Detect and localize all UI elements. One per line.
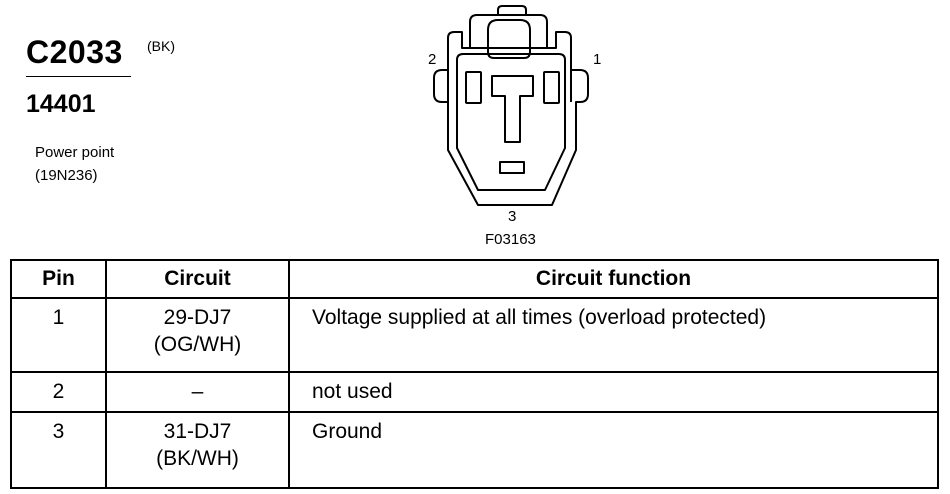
circuit-number: 31-DJ7 bbox=[163, 420, 232, 443]
circuit-number: – bbox=[191, 380, 204, 403]
pin-1-cavity bbox=[543, 71, 560, 104]
cell-function: Ground bbox=[288, 411, 939, 489]
connector-base-number: (19N236) bbox=[35, 167, 98, 184]
table-row: 2 – not used bbox=[10, 371, 939, 413]
table-header-row: Pin Circuit Circuit function bbox=[10, 259, 939, 299]
connector-face-diagram bbox=[433, 5, 589, 206]
circuit-wire-color: (OG/WH) bbox=[153, 333, 242, 356]
connector-color-code: (BK) bbox=[147, 38, 175, 54]
cell-function: Voltage supplied at all times (overload … bbox=[288, 297, 939, 373]
cell-circuit: 29-DJ7 (OG/WH) bbox=[105, 297, 290, 373]
pin-3-blade bbox=[491, 75, 534, 143]
cell-circuit: 31-DJ7 (BK/WH) bbox=[105, 411, 290, 489]
part-number: 14401 bbox=[26, 90, 96, 118]
table-row: 3 31-DJ7 (BK/WH) Ground bbox=[10, 411, 939, 489]
connector-description: Power point bbox=[35, 144, 115, 161]
cell-function: not used bbox=[288, 371, 939, 413]
latch-housing bbox=[469, 14, 548, 48]
figure-id: F03163 bbox=[485, 231, 536, 248]
key-slot bbox=[499, 161, 525, 174]
cell-pin: 2 bbox=[10, 371, 107, 413]
pin-3-label: 3 bbox=[508, 208, 517, 225]
cell-pin: 3 bbox=[10, 411, 107, 489]
table-row: 1 29-DJ7 (OG/WH) Voltage supplied at all… bbox=[10, 297, 939, 373]
inner-face bbox=[456, 53, 566, 191]
latch-tab bbox=[497, 5, 527, 15]
cell-pin: 1 bbox=[10, 297, 107, 373]
header-function: Circuit function bbox=[288, 259, 939, 299]
title-underline bbox=[26, 76, 131, 77]
circuit-wire-color: (BK/WH) bbox=[156, 447, 239, 470]
circuit-number: 29-DJ7 bbox=[163, 306, 232, 329]
outer-housing bbox=[433, 31, 589, 206]
header-pin: Pin bbox=[10, 259, 107, 299]
connector-id: C2033 bbox=[26, 34, 123, 70]
pin-function-table: Pin Circuit Circuit function 1 29-DJ7 (O… bbox=[10, 259, 939, 489]
pin-2-label: 2 bbox=[428, 51, 437, 68]
latch-block bbox=[487, 19, 531, 59]
pin-1-label: 1 bbox=[593, 51, 602, 68]
cell-circuit: – bbox=[105, 371, 290, 413]
pin-2-cavity bbox=[465, 71, 482, 104]
header-circuit: Circuit bbox=[105, 259, 290, 299]
